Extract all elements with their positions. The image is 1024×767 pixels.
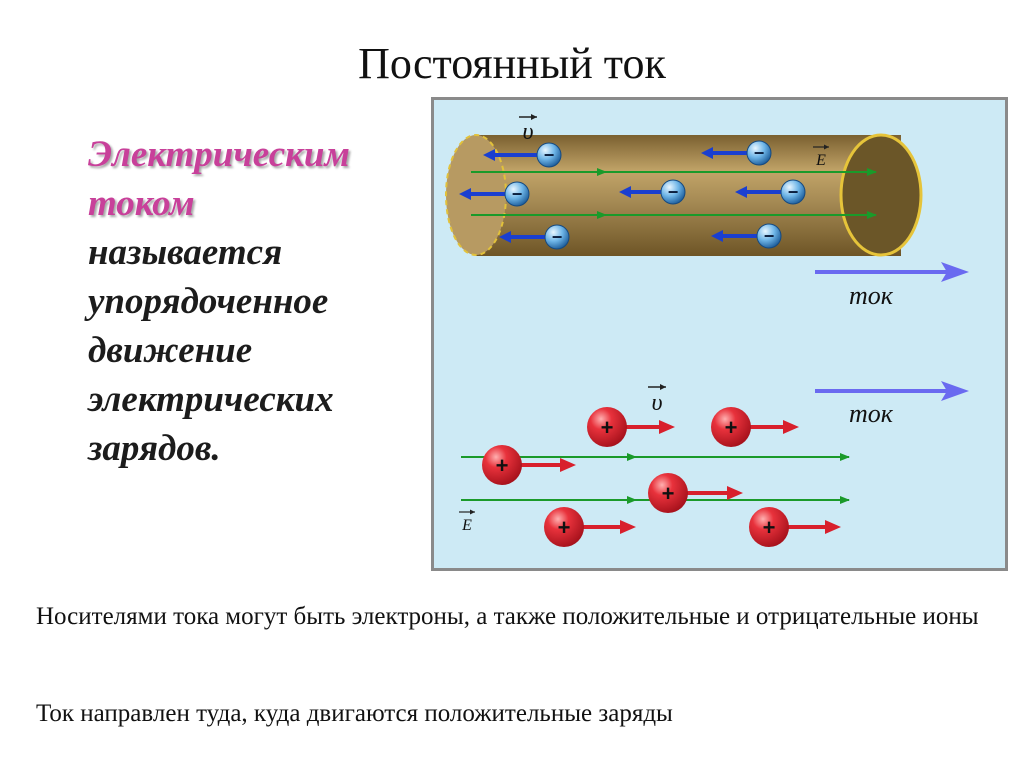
positive-ion: + [648,473,743,513]
field-label-top: E [813,144,829,169]
electron: − [735,179,806,205]
velocity-label-top: υ [519,114,537,145]
current-arrow-bottom [815,381,969,401]
electron: − [619,179,686,205]
velocity-label-bottom: υ [648,384,666,416]
field-label-bottom: E [459,509,475,534]
positive-ion: + [544,507,636,547]
electron-sign: − [668,182,679,202]
svg-text:E: E [815,152,826,169]
electron-sign: − [754,143,765,163]
ion-sign: + [662,481,675,506]
definition-line: электрических [88,379,334,420]
positive-ion: + [711,407,799,447]
ion-sign: + [601,415,614,440]
ion-sign: + [725,415,738,440]
current-diagram: − − − − − − [431,97,1008,571]
electron-sign: − [544,145,555,165]
current-label-bottom: ток [849,399,894,428]
note-current-direction: Ток направлен туда, куда двигаются полож… [36,700,673,727]
positive-ion: + [749,507,841,547]
definition-line: упорядоченное [88,281,329,322]
ion-sign: + [763,515,776,540]
current-illustration: − − − − − − [431,97,1008,571]
electron-sign: − [512,184,523,204]
positive-ion: + [482,445,576,485]
electron: − [483,142,562,168]
electron: − [459,181,530,207]
definition-line: называется [88,232,283,273]
definition-term-line1: Электрическим [88,134,350,175]
electron-sign: − [788,182,799,202]
wire-end-section [839,133,923,257]
definition-line: зарядов. [88,428,221,469]
svg-text:E: E [461,517,472,534]
current-label-top: ток [849,281,894,310]
definition-line: движение [88,330,253,371]
svg-text:υ: υ [651,390,662,416]
note-charge-carriers: Носителями тока могут быть электроны, а … [36,603,979,630]
electron-sign: − [764,226,775,246]
electron-sign: − [552,227,563,247]
electron: − [499,224,570,250]
definition-term-line2: током [88,183,195,224]
svg-text:υ: υ [522,119,533,145]
definition-text: Электрическим током называется упорядоче… [88,130,418,473]
ion-sign: + [558,515,571,540]
ion-sign: + [496,453,509,478]
electron: − [701,140,772,166]
current-arrow-top [815,262,969,282]
positive-ion: + [587,407,675,447]
slide-title: Постоянный ток [358,39,666,88]
electron: − [711,223,782,249]
